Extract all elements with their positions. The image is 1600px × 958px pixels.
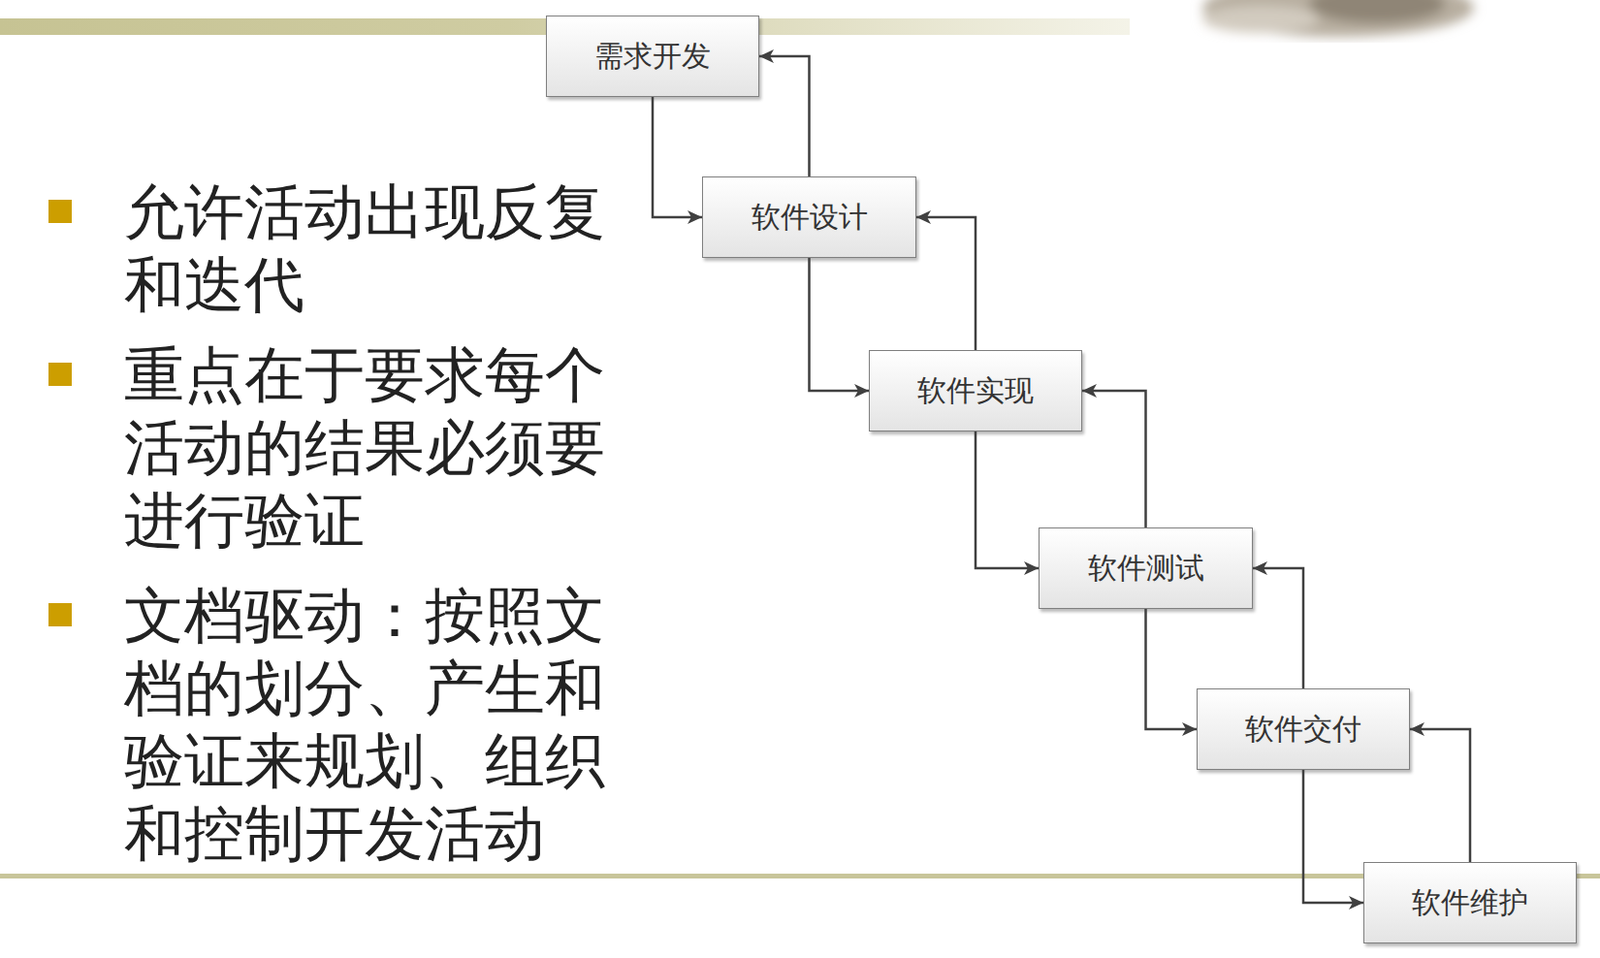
box-label: 软件设计 <box>751 197 868 238</box>
box-label: 需求开发 <box>594 36 711 77</box>
flow-arrow <box>975 431 1039 569</box>
process-box: 软件设计 <box>702 176 917 258</box>
box-label: 软件测试 <box>1088 548 1205 589</box>
process-box: 软件维护 <box>1363 862 1577 944</box>
process-box: 软件交付 <box>1196 688 1410 770</box>
box-label: 软件实现 <box>917 371 1034 412</box>
flow-arrow <box>809 257 870 391</box>
box-label: 软件交付 <box>1245 709 1362 750</box>
flow-arrow <box>1082 390 1147 528</box>
flow-arrow <box>759 56 810 177</box>
bullet-mark <box>48 362 72 386</box>
bullet-mark <box>48 199 72 224</box>
bullet-text: 重点在于要求每个活动的结果必须要进行验证 <box>124 338 629 557</box>
process-box: 需求开发 <box>545 15 760 97</box>
flow-arrow <box>652 96 703 218</box>
bullet-text: 允许活动出现反复和迭代 <box>124 175 629 321</box>
flow-arrow <box>1303 769 1364 903</box>
stone-image <box>1202 0 1474 37</box>
bullet-text: 文档驱动：按照文档的划分、产生和验证来规划、组织和控制开发活动 <box>124 578 629 870</box>
bottom-rule <box>0 873 1600 879</box>
bullet-mark <box>48 603 72 627</box>
box-label: 软件维护 <box>1411 883 1529 924</box>
process-box: 软件测试 <box>1038 527 1253 609</box>
process-box: 软件实现 <box>868 350 1083 432</box>
flow-arrow <box>1146 608 1198 730</box>
flow-arrow <box>916 217 976 351</box>
flow-arrow <box>1409 729 1471 863</box>
flow-arrow <box>1252 568 1304 689</box>
